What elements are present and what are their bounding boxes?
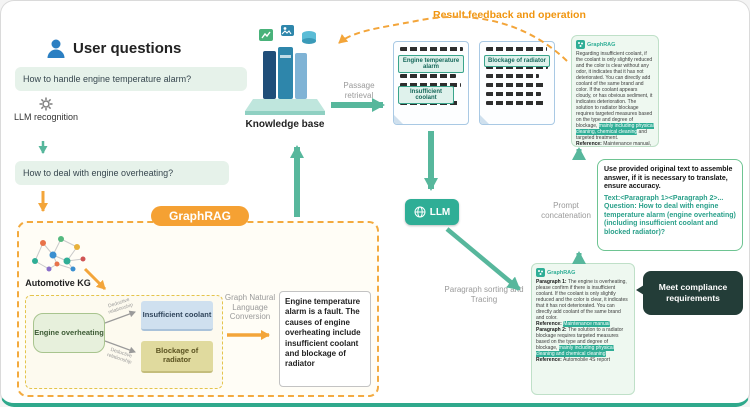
graphrag-logo-text: GraphRAG xyxy=(547,269,576,276)
user-questions-title: User questions xyxy=(73,39,182,57)
prompt-text-line: Text:<Paragraph 1><Paragraph 2>... xyxy=(604,194,724,202)
page-fold xyxy=(394,115,403,124)
passage-retrieval-label: Passage retrieval xyxy=(343,81,375,100)
paragraph-1-text: The engine is overheating, please confir… xyxy=(536,279,628,321)
node-blockage-radiator: Blockage of radiator xyxy=(141,341,213,373)
redacted-line xyxy=(486,65,549,69)
retrieved-document-2: Blockage of radiator xyxy=(479,41,555,125)
paragraph-2-label: Paragraph 2: xyxy=(536,327,567,333)
reference-2-label: Reference: xyxy=(536,357,562,363)
question-box-1: How to handle engine temperature alarm? xyxy=(15,67,247,91)
result-feedback-label: Result feedback and operation xyxy=(433,9,586,21)
nl-output-box: Engine temperature alarm is a fault. The… xyxy=(279,291,371,387)
redacted-line xyxy=(400,83,462,87)
highlight-tag-blockage-radiator: Blockage of radiator xyxy=(484,55,550,67)
globe-icon xyxy=(414,206,426,218)
reference-2-value: Automobile 4S report xyxy=(562,357,610,363)
graphrag-logo-icon xyxy=(536,268,545,277)
redacted-line xyxy=(486,83,546,87)
graphrag-logo-icon xyxy=(576,40,585,49)
redacted-line xyxy=(486,101,545,105)
prompt-box: Use provided original text to assemble a… xyxy=(597,159,743,251)
graphrag-logo: GraphRAG xyxy=(576,40,654,49)
redacted-line xyxy=(400,74,456,78)
llm-recognition-label: LLM recognition xyxy=(13,112,79,122)
redacted-line xyxy=(486,92,541,96)
reference-1-label: Reference: xyxy=(536,321,562,327)
paragraph-sorting-label: Paragraph sorting and Tracing xyxy=(444,285,524,304)
gear-icon xyxy=(11,97,81,111)
redacted-line xyxy=(400,47,463,51)
reference-value: Maintenance manual, Automobile 4S report xyxy=(603,141,652,147)
paragraph-panel: GraphRAG Paragraph 1: The engine is over… xyxy=(531,263,635,395)
graphrag-logo: GraphRAG xyxy=(536,268,630,277)
compliance-bubble: Meet compliance requirements xyxy=(636,271,743,315)
node-engine-overheating: Engine overheating xyxy=(33,313,105,353)
question-box-2: How to deal with engine overheating? xyxy=(15,161,229,185)
arrow-llm-to-paragraph-panel xyxy=(445,227,521,291)
paragraph-2-text: The solution to a radiator blockage requ… xyxy=(536,327,624,351)
page-fold xyxy=(480,115,489,124)
automotive-kg-label: Automotive KG xyxy=(25,278,91,288)
prompt-instruction: Use provided original text to assemble a… xyxy=(604,166,733,190)
knowledge-base-icon xyxy=(239,25,331,119)
prompt-concatenation-label: Prompt concatenation xyxy=(541,201,591,220)
graphrag-logo-text: GraphRAG xyxy=(587,41,616,48)
answer-text-3: and targeted treatment. xyxy=(576,129,647,141)
highlight-tag-insufficient-coolant: Insufficient coolant xyxy=(398,86,454,105)
node-insufficient-coolant: Insufficient coolant xyxy=(141,301,213,331)
prompt-question-line: Question: How to deal with engine temper… xyxy=(604,203,736,236)
knowledge-graph-icon xyxy=(27,231,89,275)
user-questions-header: User questions xyxy=(45,37,181,59)
paragraph-1-label: Paragraph 1: xyxy=(536,279,567,285)
llm-node: LLM xyxy=(405,199,459,225)
highlight-tag-engine-temperature-alarm: Engine temperature alarm xyxy=(398,55,464,74)
graphrag-badge: GraphRAG xyxy=(151,206,250,226)
llm-recognition: LLM recognition xyxy=(11,97,81,122)
answer-panel: GraphRAG Regarding insufficient coolant,… xyxy=(571,35,659,147)
retrieved-document-1: Engine temperature alarm Insufficient co… xyxy=(393,41,469,125)
reference-label: Reference: xyxy=(576,141,602,147)
graph-nl-conversion-label: Graph Natural Language Conversion xyxy=(224,293,276,322)
llm-node-label: LLM xyxy=(429,206,451,218)
redacted-line xyxy=(486,47,548,51)
answer-text-2: The solution to radiator blockage requir… xyxy=(576,99,653,129)
user-icon xyxy=(45,37,67,59)
redacted-line xyxy=(486,74,540,78)
answer-text-1: Regarding insufficient coolant, if the c… xyxy=(576,51,653,105)
reference-1-value: Maintenance manual xyxy=(563,321,610,327)
knowledge-base-label: Knowledge base xyxy=(245,119,325,130)
